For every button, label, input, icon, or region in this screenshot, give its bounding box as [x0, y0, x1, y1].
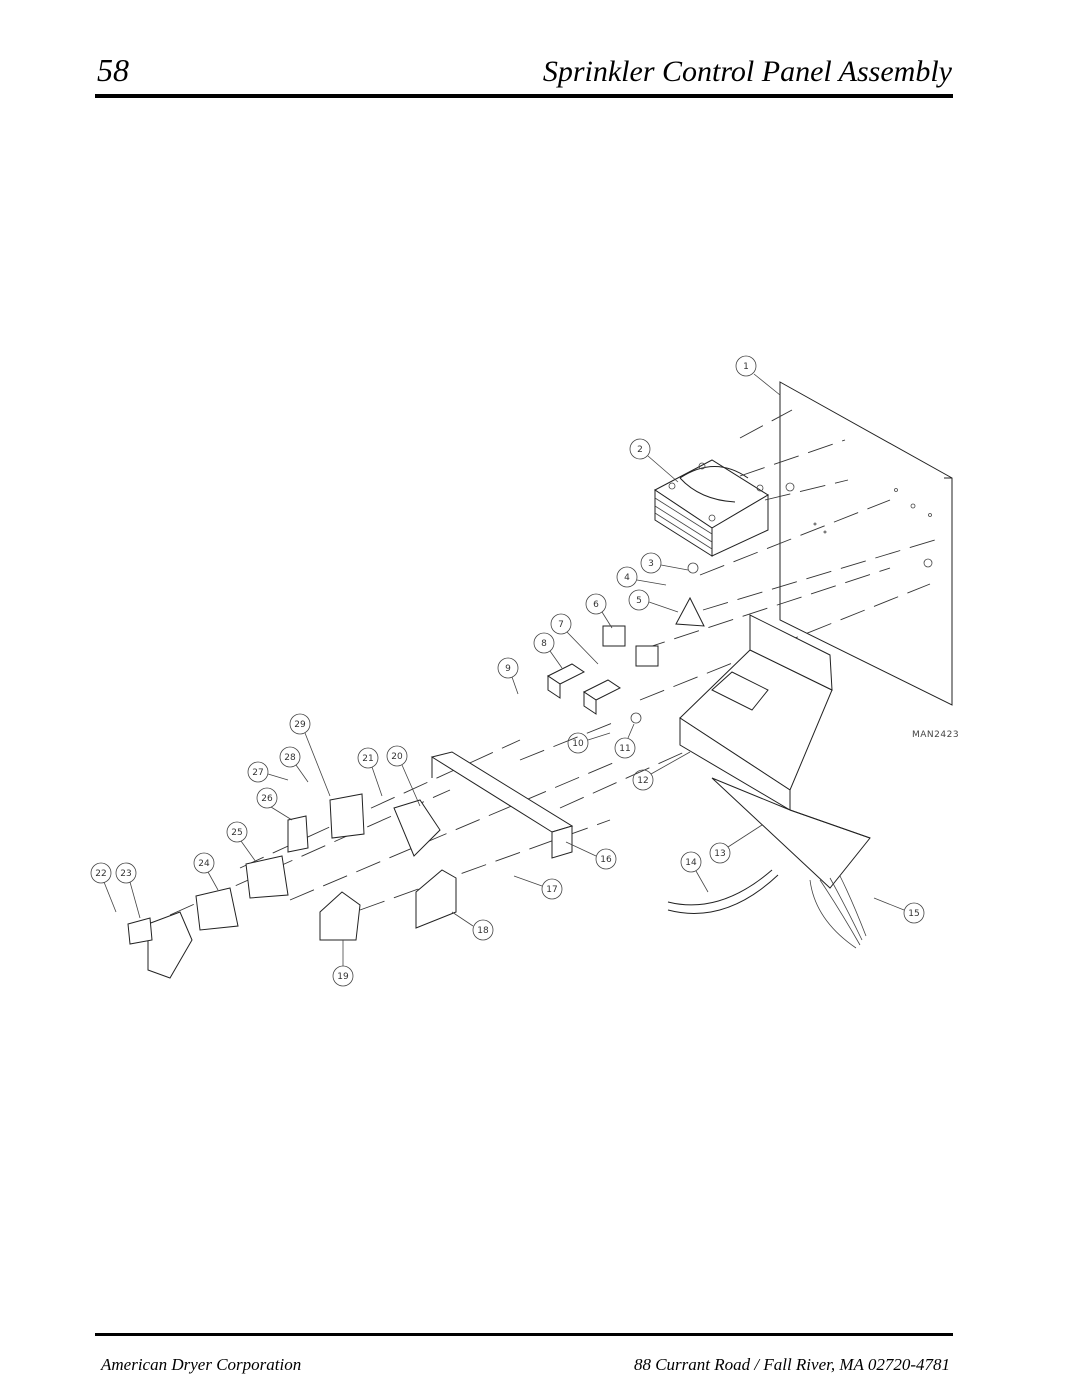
svg-text:9: 9 — [505, 664, 511, 674]
callout-28: 28 — [279, 746, 309, 783]
callout-5: 5 — [628, 589, 679, 613]
transformer — [654, 459, 769, 557]
svg-text:25: 25 — [231, 828, 242, 838]
callout-26: 26 — [256, 787, 293, 821]
callout-10: 10 — [567, 732, 611, 754]
callout-13: 13 — [709, 824, 763, 864]
enclosure — [667, 614, 871, 949]
callout-25: 25 — [226, 821, 257, 863]
callout-27: 27 — [247, 761, 289, 783]
page-number: 58 — [97, 52, 129, 88]
svg-text:12: 12 — [637, 776, 648, 786]
svg-text:24: 24 — [198, 859, 210, 869]
drawing-id: MAN2423 — [912, 730, 959, 740]
footer-address: 88 Currant Road / Fall River, MA 02720-4… — [633, 1355, 950, 1374]
svg-text:15: 15 — [908, 909, 919, 919]
svg-text:16: 16 — [600, 855, 612, 865]
svg-text:2: 2 — [637, 445, 643, 455]
svg-text:23: 23 — [120, 869, 131, 879]
svg-text:7: 7 — [558, 620, 564, 630]
callout-9: 9 — [497, 657, 519, 695]
svg-text:18: 18 — [477, 926, 489, 936]
callout-4: 4 — [616, 566, 667, 588]
callout-20: 20 — [386, 745, 421, 807]
svg-text:26: 26 — [261, 794, 273, 804]
svg-text:17: 17 — [546, 885, 557, 895]
svg-text:28: 28 — [284, 753, 296, 763]
svg-text:20: 20 — [391, 752, 403, 762]
svg-text:14: 14 — [685, 858, 697, 868]
svg-text:11: 11 — [619, 744, 630, 754]
svg-text:19: 19 — [337, 972, 349, 982]
callout-16: 16 — [565, 841, 617, 870]
svg-text:3: 3 — [648, 559, 654, 569]
terminal-rail — [430, 751, 574, 859]
page-title: Sprinkler Control Panel Assembly — [542, 55, 952, 88]
svg-text:1: 1 — [743, 362, 749, 372]
callout-2: 2 — [629, 438, 679, 483]
footer-company: American Dryer Corporation — [101, 1355, 302, 1374]
components — [127, 562, 705, 979]
callout-14: 14 — [680, 851, 709, 893]
callout-3: 3 — [640, 552, 689, 574]
callout-29: 29 — [289, 713, 331, 797]
svg-text:21: 21 — [362, 754, 373, 764]
callout-1: 1 — [735, 355, 781, 396]
callout-21: 21 — [357, 747, 383, 797]
callout-17: 17 — [513, 875, 563, 900]
callout-6: 6 — [585, 593, 613, 629]
svg-text:22: 22 — [95, 869, 106, 879]
callout-8: 8 — [533, 632, 563, 669]
footer-rule — [95, 1333, 953, 1336]
callout-11: 11 — [614, 723, 636, 759]
svg-text:4: 4 — [624, 573, 630, 583]
callout-22: 22 — [90, 862, 117, 913]
svg-text:10: 10 — [572, 739, 584, 749]
svg-text:29: 29 — [294, 720, 306, 730]
svg-text:27: 27 — [252, 768, 263, 778]
svg-text:6: 6 — [593, 600, 599, 610]
mounting-panel — [779, 381, 953, 706]
callouts: 1 2 3 4 5 6 7 8 9 10 11 12 13 14 15 16 1… — [90, 355, 925, 987]
callout-12: 12 — [632, 751, 691, 791]
svg-text:8: 8 — [541, 639, 547, 649]
callout-15: 15 — [873, 897, 925, 924]
callout-7: 7 — [550, 613, 599, 665]
svg-text:13: 13 — [714, 849, 725, 859]
callout-24: 24 — [193, 852, 219, 891]
callout-23: 23 — [115, 862, 141, 919]
header-rule — [95, 94, 953, 98]
callout-19: 19 — [332, 940, 354, 987]
callout-18: 18 — [451, 911, 494, 941]
svg-text:5: 5 — [636, 596, 642, 606]
